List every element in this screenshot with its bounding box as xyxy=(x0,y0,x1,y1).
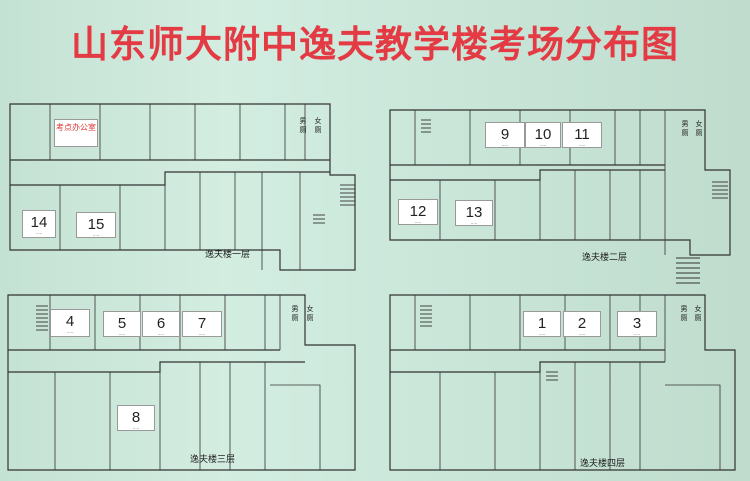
exam-room-card: 5 ····· xyxy=(103,311,141,337)
exam-room-caption: ····· xyxy=(157,332,165,337)
exam-room-number: 12 xyxy=(409,203,427,220)
floor-2-label: 逸夫楼二层 xyxy=(582,253,628,263)
floor-4-toilet-male: 男厕 xyxy=(680,305,688,322)
exam-room-number: 1 xyxy=(537,315,547,332)
exam-room-caption: ····· xyxy=(578,143,586,148)
exam-room-number: 15 xyxy=(87,216,105,233)
exam-room-card: 7 ····· xyxy=(182,311,222,337)
exam-room-caption: ····· xyxy=(501,143,509,148)
exam-office-card: 考点办公室 xyxy=(54,119,98,147)
floor-3-stairs xyxy=(36,305,48,331)
exam-room-caption: ····· xyxy=(578,332,586,337)
exam-room-card: 1 ····· xyxy=(523,311,561,337)
exam-room-caption: ····· xyxy=(35,231,43,236)
floor-3-toilet-male: 男厕 xyxy=(291,305,299,322)
exam-room-caption: ····· xyxy=(198,332,206,337)
exam-room-caption: ····· xyxy=(92,233,100,238)
floor-2-stairs xyxy=(421,119,728,284)
exam-room-card: 10 ····· xyxy=(525,122,561,148)
floor-3-toilet-female: 女厕 xyxy=(306,305,314,322)
exam-room-card: 3 ····· xyxy=(617,311,657,337)
exam-office-label: 考点办公室 xyxy=(56,123,96,132)
floor-4-stairs xyxy=(420,305,558,381)
exam-room-card: 14 ····· xyxy=(22,210,56,238)
exam-room-card: 4 ····· xyxy=(50,309,90,337)
floor-1-toilet-male: 男厕 xyxy=(299,117,307,134)
exam-room-caption: ····· xyxy=(470,221,478,226)
exam-room-number: 5 xyxy=(117,315,127,332)
floor-2-toilet-male: 男厕 xyxy=(681,120,689,137)
exam-room-number: 11 xyxy=(574,126,590,143)
exam-room-number: 13 xyxy=(465,204,483,221)
exam-room-caption: ····· xyxy=(66,330,74,335)
exam-room-number: 3 xyxy=(632,315,642,332)
board-title: 山东师大附中逸夫教学楼考场分布图 xyxy=(71,22,679,66)
floor-3-label: 逸夫楼三层 xyxy=(190,455,236,465)
exam-room-caption: ····· xyxy=(538,332,546,337)
floor-4-toilet-female: 女厕 xyxy=(694,305,702,322)
exam-room-caption: ····· xyxy=(118,332,126,337)
exam-room-card: 11 ····· xyxy=(562,122,602,148)
exam-room-caption: ····· xyxy=(633,332,641,337)
exam-room-number: 7 xyxy=(197,315,207,332)
floor-1-plan xyxy=(9,103,356,271)
exam-room-card: 2 ····· xyxy=(563,311,601,337)
exam-room-caption: ····· xyxy=(132,426,140,431)
floor-4-label: 逸夫楼四层 xyxy=(580,459,626,469)
floor-2-plan xyxy=(389,109,731,284)
exam-room-card: 6 ····· xyxy=(142,311,180,337)
exam-room-number: 10 xyxy=(534,126,552,143)
exam-room-caption: ····· xyxy=(414,220,422,225)
exam-room-card: 13 ····· xyxy=(455,200,493,226)
floor-1-stairs xyxy=(313,184,355,224)
floor-1-label: 逸夫楼一层 xyxy=(205,250,251,260)
floor-3-plan xyxy=(7,294,356,471)
floor-4-plan xyxy=(389,294,736,471)
floor-1-toilet-female: 女厕 xyxy=(314,117,322,134)
exam-room-number: 2 xyxy=(577,315,587,332)
exam-room-number: 6 xyxy=(156,315,166,332)
exam-room-card: 12 ····· xyxy=(398,199,438,225)
exam-room-number: 4 xyxy=(65,313,75,330)
exam-room-number: 8 xyxy=(131,409,141,426)
floor-2-toilet-female: 女厕 xyxy=(695,120,703,137)
exam-room-card: 15 ····· xyxy=(76,212,116,238)
exam-room-caption: ····· xyxy=(539,143,547,148)
exam-room-number: 9 xyxy=(500,126,510,143)
exam-room-card: 9 ····· xyxy=(485,122,525,148)
exam-room-card: 8 ····· xyxy=(117,405,155,431)
exam-room-number: 14 xyxy=(30,214,48,231)
